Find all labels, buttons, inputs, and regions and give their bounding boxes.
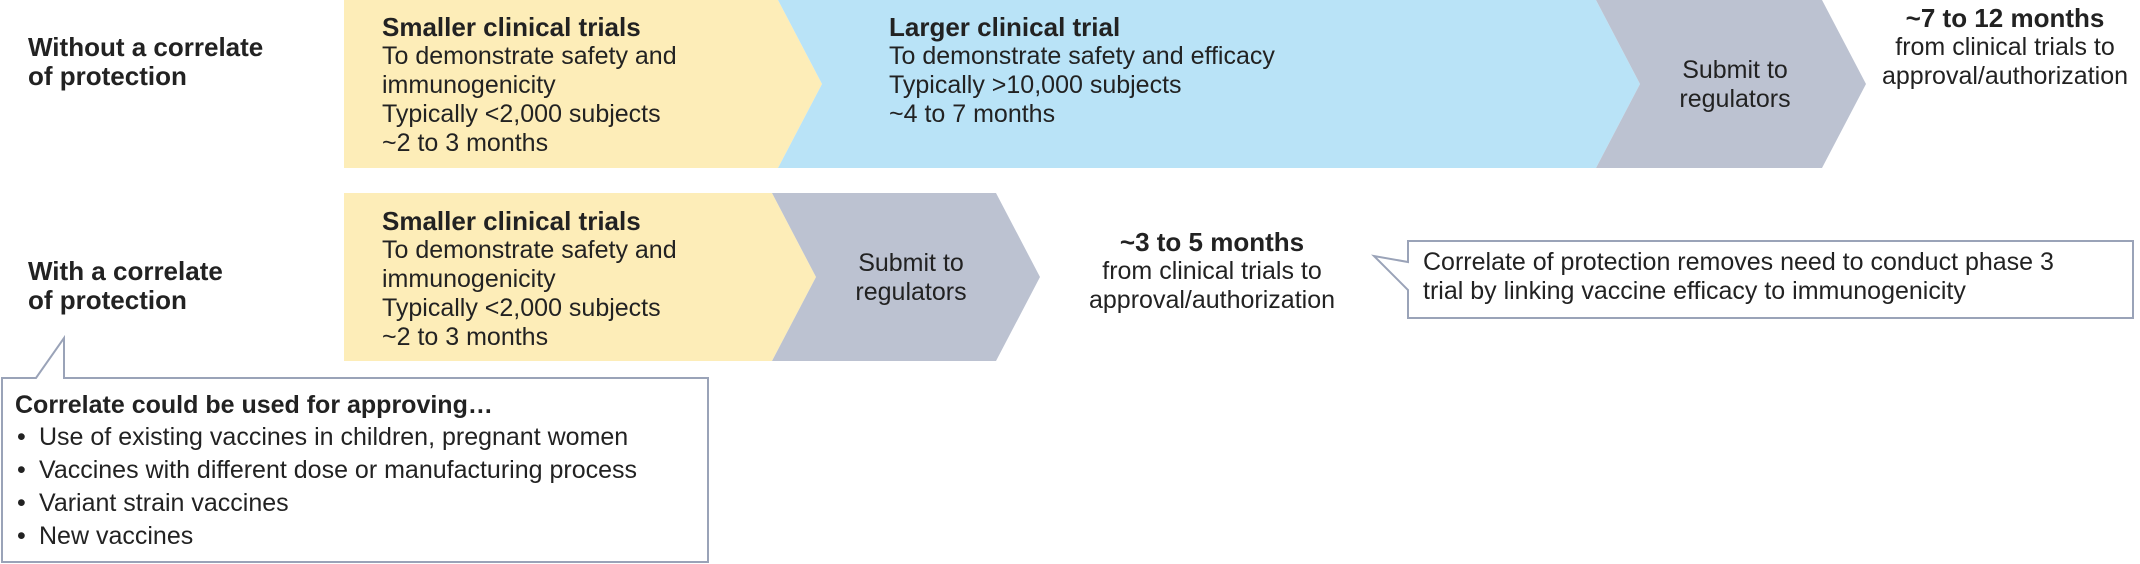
- row1-small-trials-line: immunogenicity: [382, 71, 556, 99]
- row1-label: Without a correlate of protection: [28, 33, 263, 91]
- row1-large-trial-block: [778, 0, 1640, 168]
- row2-duration: ~3 to 5 months from clinical trials to a…: [1070, 228, 1354, 315]
- row2-submit-line: regulators: [855, 278, 967, 306]
- row2-small-trials-line: ~2 to 3 months: [382, 323, 549, 351]
- row2-small-trials-line: immunogenicity: [382, 265, 556, 293]
- row2-submit-line: Submit to: [858, 249, 964, 277]
- row1-small-trials-title: Smaller clinical trials: [382, 12, 641, 42]
- row1-large-trial-line: ~4 to 7 months: [889, 100, 1056, 128]
- row1-submit-line: regulators: [1679, 85, 1791, 113]
- uses-list-item: Use of existing vaccines in children, pr…: [15, 421, 637, 454]
- uses-callout-title: Correlate could be used for approving…: [15, 391, 493, 419]
- uses-list: Use of existing vaccines in children, pr…: [15, 421, 637, 553]
- uses-list-item: Vaccines with different dose or manufact…: [15, 454, 637, 487]
- correlate-note-callout: [1371, 240, 2134, 319]
- row2-small-trials-block: [344, 193, 816, 361]
- row1-submit-text: Submit to regulators: [1640, 56, 1830, 114]
- row2-label-line: of protection: [28, 285, 187, 315]
- correlate-note-text: Correlate of protection removes need to …: [1423, 248, 2054, 306]
- row2-label: With a correlate of protection: [28, 257, 223, 315]
- row2-duration-line: from clinical trials to: [1102, 257, 1322, 285]
- row1-label-line: of protection: [28, 61, 187, 91]
- row1-duration-line: approval/authorization: [1882, 62, 2128, 90]
- row2-small-trials-title: Smaller clinical trials: [382, 206, 641, 236]
- row2-duration-line: approval/authorization: [1089, 286, 1335, 314]
- row2-duration-title: ~3 to 5 months: [1119, 227, 1305, 257]
- uses-callout-content: Correlate could be used for approving… U…: [15, 389, 637, 553]
- uses-list-item: Variant strain vaccines: [15, 487, 637, 520]
- row2-submit-chevron: [772, 193, 1040, 361]
- row1-large-trial-text: Larger clinical trial To demonstrate saf…: [889, 13, 1275, 129]
- row1-small-trials-line: To demonstrate safety and: [382, 42, 677, 70]
- row1-duration-line: from clinical trials to: [1895, 33, 2115, 61]
- row1-submit-chevron: [1596, 0, 1866, 168]
- row2-small-trials-line: Typically <2,000 subjects: [382, 294, 661, 322]
- row1-small-trials-line: Typically <2,000 subjects: [382, 100, 661, 128]
- row2-small-trials-line: To demonstrate safety and: [382, 236, 677, 264]
- row1-duration: ~7 to 12 months from clinical trials to …: [1872, 4, 2138, 91]
- correlate-note-line: Correlate of protection removes need to …: [1423, 248, 2054, 276]
- correlate-note-line: trial by linking vaccine efficacy to imm…: [1423, 277, 1966, 305]
- uses-list-item: New vaccines: [15, 520, 637, 553]
- row1-large-trial-line: Typically >10,000 subjects: [889, 71, 1182, 99]
- row2-label-line: With a correlate: [28, 256, 223, 286]
- row1-small-trials-line: ~2 to 3 months: [382, 129, 549, 157]
- row1-label-line: Without a correlate: [28, 32, 264, 62]
- row1-small-trials-text: Smaller clinical trials To demonstrate s…: [382, 13, 677, 158]
- row1-large-trial-title: Larger clinical trial: [889, 12, 1121, 42]
- row2-small-trials-text: Smaller clinical trials To demonstrate s…: [382, 207, 677, 352]
- row1-submit-line: Submit to: [1682, 56, 1788, 84]
- row1-small-trials-block: [344, 0, 822, 168]
- row1-duration-title: ~7 to 12 months: [1905, 3, 2105, 33]
- row1-large-trial-line: To demonstrate safety and efficacy: [889, 42, 1275, 70]
- row2-submit-text: Submit to regulators: [816, 249, 1006, 307]
